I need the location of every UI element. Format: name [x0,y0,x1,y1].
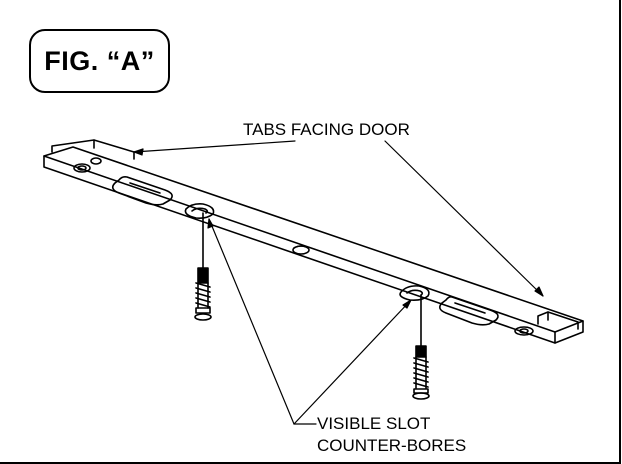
tabs-leader-lines [133,140,544,297]
bracket-end-face [554,320,584,344]
visible-slot-callout: VISIBLE SLOT COUNTER-BORES [317,413,466,457]
bracket-front-face [43,155,556,344]
screw-icon [412,294,430,400]
visible-slot-callout-line2: COUNTER-BORES [317,436,467,455]
slot-counterbore [399,285,430,301]
left-end-hole [90,157,102,165]
screw-icon [194,212,212,321]
figure-label: FIG. “A” [44,45,155,76]
visible-slot-callout-line1: VISIBLE SLOT [317,414,431,433]
slot-leader-lines [207,218,412,425]
bracket-top-face [43,146,584,333]
figure-label-box: FIG. “A” [29,29,170,93]
right-counterbore-hole [514,326,534,336]
mounting-bracket [43,139,584,344]
right-long-slot [438,296,499,326]
slot-counterbore [184,203,215,219]
left-counterbore-hole [73,163,91,173]
tabs-facing-door-callout: TABS FACING DOOR [243,120,410,139]
right-tab [537,311,579,330]
left-long-slot [111,176,173,206]
